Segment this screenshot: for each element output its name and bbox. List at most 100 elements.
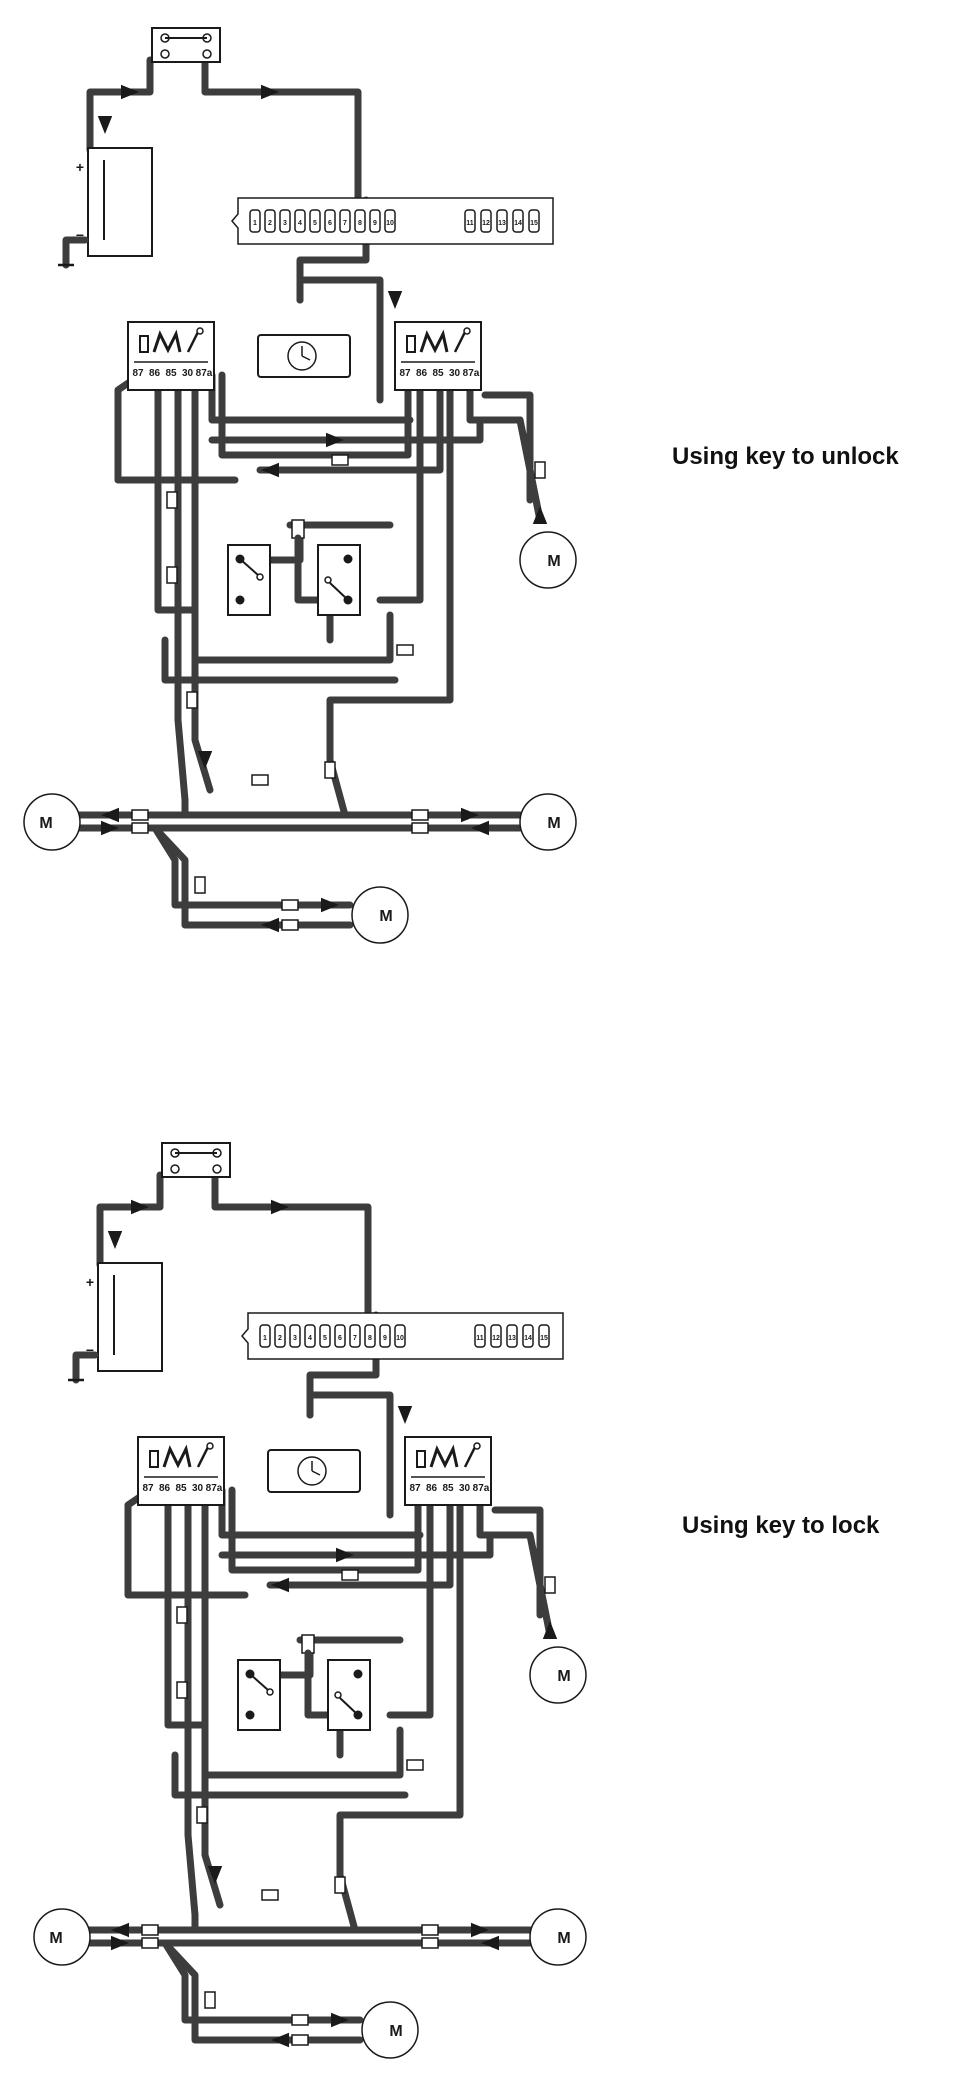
wire [296,276,384,404]
arrow-icon [271,1199,289,1215]
switch-pivot [324,576,332,584]
relay-terminal-label: 87a [463,368,480,379]
wire-connector [411,809,429,821]
relay-contact [429,1444,459,1469]
fuse-number: 7 [353,1335,357,1342]
battery-minus-sign: − [86,1342,94,1358]
fuse-number: 14 [514,220,522,227]
arrow-icon [261,84,279,100]
arrow-icon [461,807,479,823]
fuse [294,209,306,233]
fuse [522,1324,534,1348]
ignition-switch-icon [161,1142,231,1178]
wire-connector [166,566,178,584]
switch-pin [212,1164,222,1174]
fuse [264,209,276,233]
wire-connector [544,1576,556,1594]
fuse-number: 9 [373,220,377,227]
motor-icon: M [361,2001,419,2059]
arrow-icon [271,1577,289,1593]
wire-connector [131,809,149,821]
fuse-number: 15 [530,220,538,227]
wire [154,371,199,614]
wire [164,1486,209,1729]
fuse-number: 3 [283,220,287,227]
wire-connector [281,919,299,931]
wire [211,1171,372,1319]
fuse [319,1324,331,1348]
fuse-number: 13 [498,220,506,227]
wire-connector [421,1937,439,1949]
motor-housing [361,2001,419,2059]
wire [306,1391,394,1519]
relay-terminal-label: 86 [426,1483,438,1494]
wire-connector [176,1681,188,1699]
clock-icon [267,1449,361,1493]
arrow-icon [397,1406,413,1424]
wire-connector [261,1889,279,1901]
relay-terminal-label: 85 [432,368,444,379]
arrow-icon [197,751,213,769]
fuse-number: 6 [338,1335,342,1342]
wire [256,371,444,474]
fuse [289,1324,301,1348]
wire [62,236,89,269]
motor-icon: M [23,793,81,851]
relay-terminal-label: 85 [442,1483,454,1494]
fuse [349,1324,361,1348]
fuse [339,209,351,233]
relay-terminal-label: 87 [409,1483,421,1494]
fuse [304,1324,316,1348]
motor-icon: M [519,531,577,589]
switch-lever [339,1697,359,1716]
battery-body [87,147,153,257]
switch-lever [329,582,349,601]
fuse [538,1324,550,1348]
relay-contact [419,329,449,354]
motor-icon: M [519,793,577,851]
relay-terminal-label: 87 [142,1483,154,1494]
arrow-icon [261,917,279,933]
arrow-icon [471,1922,489,1938]
battery-icon: +− [76,147,153,257]
clock-icon [257,334,351,378]
fuse-number: 2 [268,220,272,227]
wire-connector [131,822,149,834]
clock-hand [311,1470,321,1476]
arrow-icon [542,1621,558,1639]
motor-housing [519,793,577,851]
wire [218,371,412,459]
wire-connector [141,1937,159,1949]
relay-terminal-label: 30 [449,368,461,379]
fuse [334,1324,346,1348]
terminal-dot [353,1669,363,1679]
motor-housing [33,1908,91,1966]
wire [376,371,424,604]
motor-housing [351,886,409,944]
fuse [384,209,396,233]
fuse-number: 9 [383,1335,387,1342]
motor-label: M [547,553,560,570]
wire-connector [534,461,546,479]
wire [161,1939,364,2044]
wire-connector [421,1924,439,1936]
relay-pin [196,327,204,335]
arrow-icon [101,820,119,836]
wire [191,611,394,664]
wire-connector [166,491,178,509]
door-lock-switch-icon [227,544,271,616]
relay-terminal-label: 87a [206,1483,223,1494]
wire [96,1171,164,1269]
panel-caption: Using key to lock [682,1512,880,1539]
terminal-dot [235,595,245,605]
relay-switch [463,1446,477,1468]
motor-housing [23,793,81,851]
wire [516,416,544,524]
door-lock-switch-icon [237,1659,281,1731]
relay-coil [416,1450,426,1468]
panel-caption: Using key to unlock [672,443,899,470]
relay-terminal-label: 30 [459,1483,471,1494]
relay-contact [152,329,182,354]
